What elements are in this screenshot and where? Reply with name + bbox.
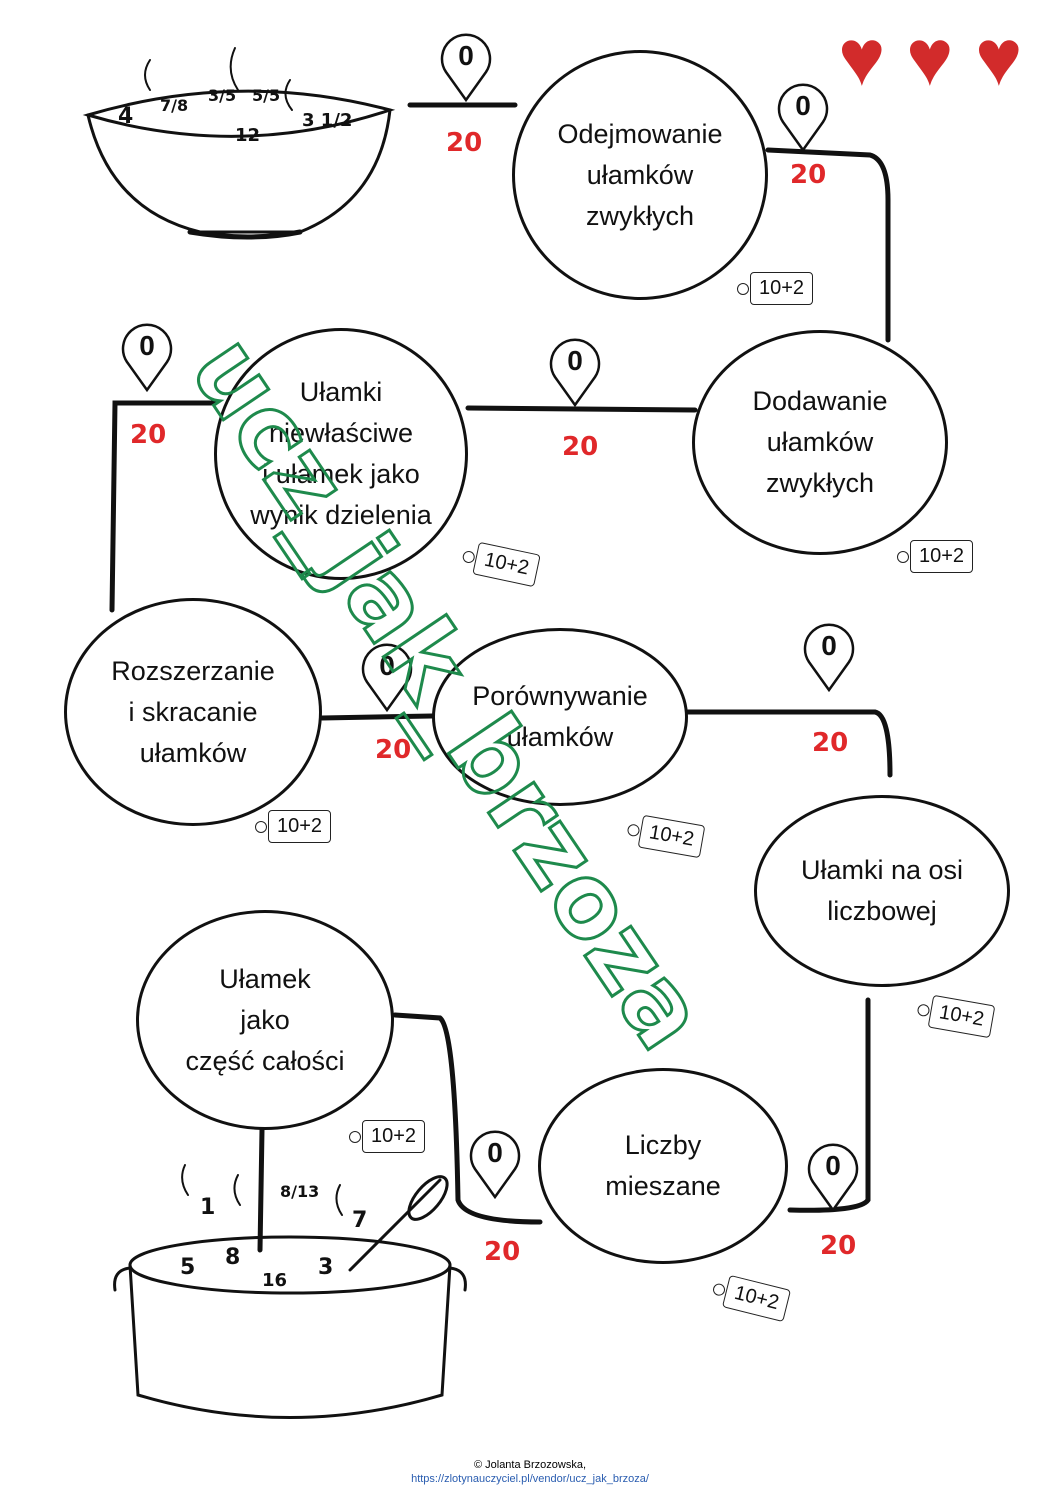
pot-number: 3 xyxy=(318,1255,334,1280)
pin-value: 0 xyxy=(821,630,837,661)
map-pin-icon: 0 xyxy=(800,620,858,693)
points-label: 20 xyxy=(812,728,849,758)
points-label: 20 xyxy=(484,1237,521,1267)
points-label: 20 xyxy=(820,1231,857,1261)
score-tag: 10+2 xyxy=(254,810,332,843)
points-label: 20 xyxy=(130,420,167,450)
bowl-number: 3/5 xyxy=(208,86,237,105)
points-label: 20 xyxy=(790,160,827,190)
pot-number: 8 xyxy=(225,1245,241,1270)
footer: © Jolanta Brzozowska, https://zlotynaucz… xyxy=(0,1458,1060,1486)
pin-value: 0 xyxy=(139,330,155,361)
topic-node[interactable]: Ułamki na osi liczbowej xyxy=(754,795,1010,987)
bowl-number: 5/5 xyxy=(252,86,281,105)
copyright-text: © Jolanta Brzozowska, xyxy=(473,1459,587,1471)
bowl-number: 4 xyxy=(118,104,134,129)
map-pin-icon: 0 xyxy=(546,335,604,408)
pin-value: 0 xyxy=(567,345,583,376)
topic-node[interactable]: Dodawanie ułamków zwykłych xyxy=(692,330,948,555)
pin-value: 0 xyxy=(458,40,474,71)
map-pin-icon: 0 xyxy=(466,1127,524,1200)
bowl-number: 7/8 xyxy=(160,96,189,115)
pin-value: 0 xyxy=(487,1137,503,1168)
map-pin-icon: 0 xyxy=(774,80,832,153)
score-tag: 10+2 xyxy=(896,540,974,573)
topic-node[interactable]: Ułamek jako część całości xyxy=(136,910,394,1130)
pin-value: 0 xyxy=(795,90,811,121)
heart-icon: ♥ xyxy=(838,13,886,102)
score-tag: 10+2 xyxy=(348,1120,426,1153)
heart-icon: ♥ xyxy=(975,13,1023,102)
vendor-link[interactable]: https://zlotynauczyciel.pl/vendor/ucz_ja… xyxy=(411,1473,649,1485)
topic-node[interactable]: Ułamki niewłaściwe i ułamek jako wynik d… xyxy=(214,328,468,580)
map-pin-icon: 0 xyxy=(358,640,416,713)
map-pin-icon: 0 xyxy=(437,30,495,103)
topic-node[interactable]: Odejmowanie ułamków zwykłych xyxy=(512,50,768,300)
pin-value: 0 xyxy=(825,1150,841,1181)
pin-value: 0 xyxy=(379,650,395,681)
score-tag: 10+2 xyxy=(736,272,814,305)
topic-node[interactable]: Porównywanie ułamków xyxy=(432,628,688,806)
points-label: 20 xyxy=(375,735,412,765)
heart-icon: ♥ xyxy=(906,13,954,102)
pot-number: 7 xyxy=(352,1208,368,1233)
topic-node[interactable]: Rozszerzanie i skracanie ułamków xyxy=(64,598,322,826)
map-pin-icon: 0 xyxy=(804,1140,862,1213)
pot-number: 5 xyxy=(180,1255,196,1280)
bowl-number: 12 xyxy=(235,125,261,146)
pot-number: 1 xyxy=(200,1195,216,1220)
bowl-number: 3 1/2 xyxy=(302,110,353,131)
map-pin-icon: 0 xyxy=(118,320,176,393)
pot-number: 8/13 xyxy=(280,1182,320,1201)
topic-node[interactable]: Liczby mieszane xyxy=(538,1068,788,1264)
points-label: 20 xyxy=(562,432,599,462)
points-label: 20 xyxy=(446,128,483,158)
pot-number: 16 xyxy=(262,1270,288,1291)
